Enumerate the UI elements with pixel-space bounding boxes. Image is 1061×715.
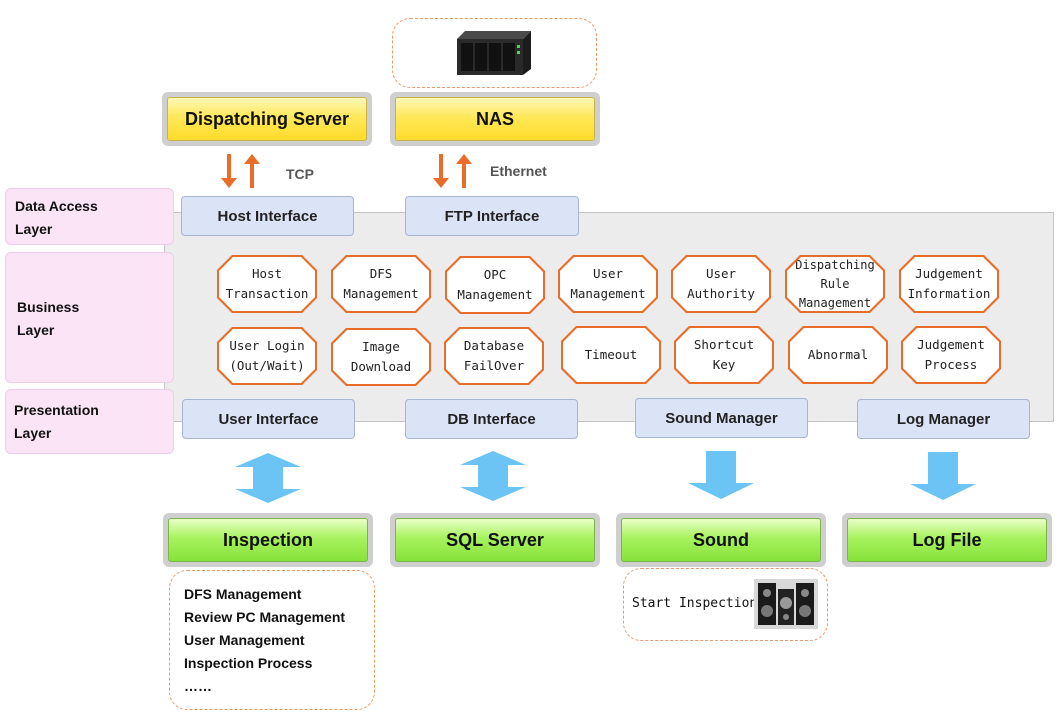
list-item: ……: [184, 678, 212, 694]
module-label: Image Download: [333, 330, 429, 384]
speaker-icon: [754, 579, 818, 629]
sql-server-frame: SQL Server: [390, 513, 600, 567]
nas-server: NAS: [395, 97, 595, 141]
tcp-arrows: [221, 154, 260, 188]
db-interface: DB Interface: [405, 399, 578, 439]
user-interface: User Interface: [182, 399, 355, 439]
start-inspection-label: Start Inspection: [632, 596, 758, 611]
module-label: Dispatching Rule Management: [787, 257, 883, 311]
nas-device-icon: [457, 31, 531, 75]
ethernet-label: Ethernet: [490, 163, 547, 179]
module-image-download: Image Download: [331, 328, 431, 386]
nas-image-box: [392, 18, 597, 88]
layer-label-line: Data Access: [15, 198, 98, 214]
sql-server-target: SQL Server: [395, 518, 595, 562]
module-label: OPC Management: [447, 258, 543, 312]
host-interface: Host Interface: [181, 196, 354, 236]
sound-frame: Sound: [616, 513, 826, 567]
module-host-transaction: Host Transaction: [217, 255, 317, 313]
down-arrow: [433, 154, 449, 188]
module-label: Judgement Information: [901, 257, 997, 311]
module-timeout: Timeout: [561, 326, 661, 384]
sound-target: Sound: [621, 518, 821, 562]
module-user-management: User Management: [558, 255, 658, 313]
list-item: Inspection Process: [184, 655, 313, 671]
log-file-frame: Log File: [842, 513, 1052, 567]
module-label: Judgement Process: [903, 328, 999, 382]
module-label: User Authority: [673, 257, 769, 311]
module-dfs-management: DFS Management: [331, 255, 431, 313]
log-down-arrow: [910, 452, 976, 500]
module-opc-management: OPC Management: [445, 256, 545, 314]
architecture-panel: [164, 212, 1054, 422]
module-label: User Management: [560, 257, 656, 311]
list-item: DFS Management: [184, 586, 302, 602]
log-manager: Log Manager: [857, 399, 1030, 439]
nas-frame: NAS: [390, 92, 600, 146]
ethernet-arrows: [433, 154, 472, 188]
module-user-authority: User Authority: [671, 255, 771, 313]
sound-manager: Sound Manager: [635, 398, 808, 438]
module-dispatching-rule-management: Dispatching Rule Management: [785, 255, 885, 313]
down-arrow: [221, 154, 237, 188]
layer-label-line: Layer: [17, 322, 55, 338]
module-label: Abnormal: [790, 328, 886, 382]
module-label: Host Transaction: [219, 257, 315, 311]
dispatching-server: Dispatching Server: [167, 97, 367, 141]
inspection-details-box: [169, 570, 375, 710]
module-judgement-information: Judgement Information: [899, 255, 999, 313]
sql-double-arrow: [460, 451, 526, 501]
tcp-label: TCP: [286, 166, 314, 182]
module-judgement-process: Judgement Process: [901, 326, 1001, 384]
module-label: Shortcut Key: [676, 328, 772, 382]
module-abnormal: Abnormal: [788, 326, 888, 384]
module-shortcut-key: Shortcut Key: [674, 326, 774, 384]
up-arrow: [244, 154, 260, 188]
layer-label-line: Business: [17, 299, 80, 315]
module-label: User Login (Out/Wait): [219, 329, 315, 383]
presentation-layer-label: Presentation Layer: [5, 389, 174, 454]
up-arrow: [456, 154, 472, 188]
ftp-interface: FTP Interface: [405, 196, 579, 236]
data-access-layer-label: Data Access Layer: [5, 188, 174, 245]
inspection-target: Inspection: [168, 518, 368, 562]
business-layer-label: Business Layer: [5, 252, 174, 383]
layer-label-line: Presentation: [14, 402, 99, 418]
list-item: Review PC Management: [184, 609, 346, 625]
dispatching-server-frame: Dispatching Server: [162, 92, 372, 146]
module-label: Database FailOver: [446, 329, 542, 383]
inspection-frame: Inspection: [163, 513, 373, 567]
inspection-double-arrow: [235, 453, 301, 503]
layer-label-line: Layer: [14, 425, 52, 441]
module-user-login: User Login (Out/Wait): [217, 327, 317, 385]
module-database-failover: Database FailOver: [444, 327, 544, 385]
inspection-items: DFS Management Review PC Management User…: [184, 583, 345, 698]
list-item: User Management: [184, 632, 305, 648]
log-file-target: Log File: [847, 518, 1047, 562]
module-label: Timeout: [563, 328, 659, 382]
module-label: DFS Management: [333, 257, 429, 311]
layer-label-line: Layer: [15, 221, 53, 237]
sound-down-arrow: [688, 451, 754, 499]
